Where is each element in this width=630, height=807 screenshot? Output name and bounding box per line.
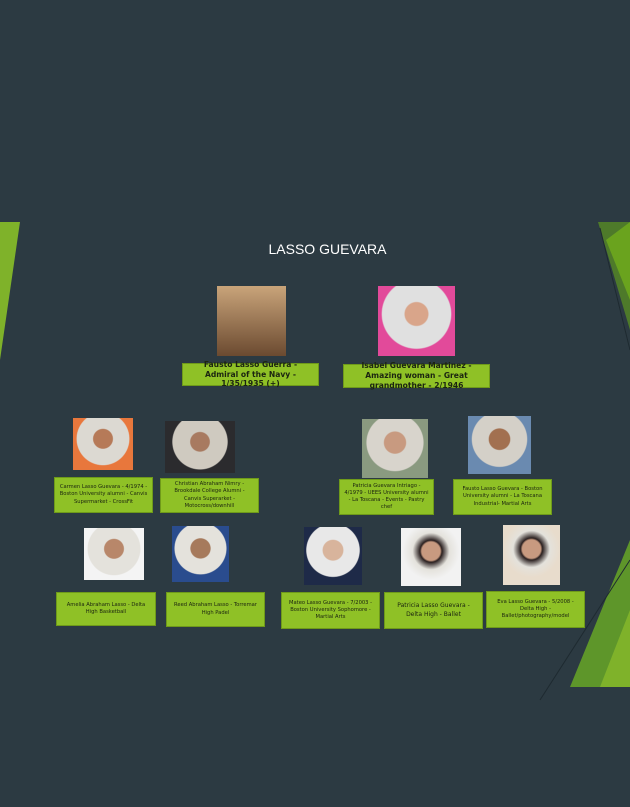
label-christian: Christian Abraham Nimry - Brookdale Coll… — [160, 478, 259, 513]
photo-reed — [172, 526, 229, 582]
photo-christian — [165, 421, 235, 473]
label-patricia: Patricia Guevara Intriago - 4/1979 - UEE… — [339, 479, 434, 515]
label-isabel: Isabel Guevara Martinez - Amazing woman … — [343, 361, 490, 390]
page-title: LASSO GUEVARA — [268, 241, 387, 257]
label-fausto-jr: Fausto Lasso Guevara - Boston University… — [453, 479, 552, 515]
label-fausto-sr: Fausto Lasso Guerra - Admiral of the Nav… — [182, 360, 319, 388]
photo-isabel — [378, 286, 455, 356]
label-patricia-jr: Patricia Lasso Guevara - Delta High - Ba… — [384, 592, 483, 629]
label-carmen: Carmen Lasso Guevara - 4/1974 - Boston U… — [54, 477, 153, 513]
label-eva: Eva Lasso Guevara - 5/2008 - Delta High … — [486, 591, 585, 628]
photo-carmen — [73, 418, 133, 470]
photo-fausto-sr — [217, 286, 286, 356]
photo-fausto-jr — [468, 416, 531, 474]
photo-mateo — [304, 527, 362, 585]
label-reed: Reed Abraham Lasso - Torremar High Padel — [166, 592, 265, 627]
label-amelia: Amelia Abraham Lasso - Delta High Basket… — [56, 592, 156, 626]
photo-eva — [503, 525, 560, 585]
photo-patricia-jr — [401, 528, 461, 586]
label-mateo: Mateo Lasso Guevara - 7/2003 - Boston Un… — [281, 592, 380, 629]
photo-amelia — [84, 528, 144, 580]
photo-patricia — [362, 419, 428, 478]
